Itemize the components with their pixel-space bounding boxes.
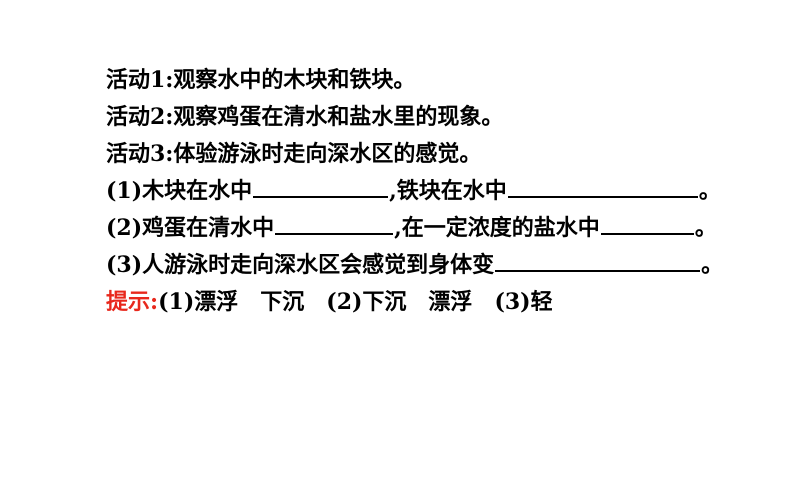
hint-label: 提示: [106,289,159,315]
question-1-text-b: ,铁块在水中 [389,178,507,204]
question-3: (3)人游泳时走向深水区会感觉到身体变 。 [106,247,786,284]
hint-answer-4: 漂浮 [428,289,473,315]
answer-blank-5 [495,250,701,272]
question-2-end: 。 [694,215,717,241]
answer-blank-1 [253,176,389,198]
answer-blank-2 [507,176,698,198]
answer-blank-4 [600,213,694,235]
hint-line: 提示:(1)漂浮下沉 (2)下沉漂浮 (3)轻 [106,284,786,321]
hint-answer-1: (1)漂浮 [158,289,239,315]
hint-answer-2: 下沉 [260,289,305,315]
question-3-end: 。 [701,252,724,278]
activity-3: 活动3:体验游泳时走向深水区的感觉。 [106,141,482,167]
activity-1: 活动1:观察水中的木块和铁块。 [106,67,416,93]
question-1-text-a: (1)木块在水中 [106,178,253,204]
question-2-text-b: ,在一定浓度的盐水中 [394,215,600,241]
question-2: (2)鸡蛋在清水中 ,在一定浓度的盐水中 。 [106,210,786,247]
question-1-end: 。 [698,178,721,204]
content-block: 活动1:观察水中的木块和铁块。 活动2:观察鸡蛋在清水和盐水里的现象。 活动3:… [106,62,786,321]
question-2-text-a: (2)鸡蛋在清水中 [106,215,275,241]
hint-answer-5: (3)轻 [494,289,553,315]
hint-answer-3: (2)下沉 [326,289,407,315]
question-1: (1)木块在水中 ,铁块在水中 。 [106,173,786,210]
answer-blank-3 [275,213,394,235]
activity-2: 活动2:观察鸡蛋在清水和盐水里的现象。 [106,104,504,130]
question-3-text: (3)人游泳时走向深水区会感觉到身体变 [106,252,495,278]
